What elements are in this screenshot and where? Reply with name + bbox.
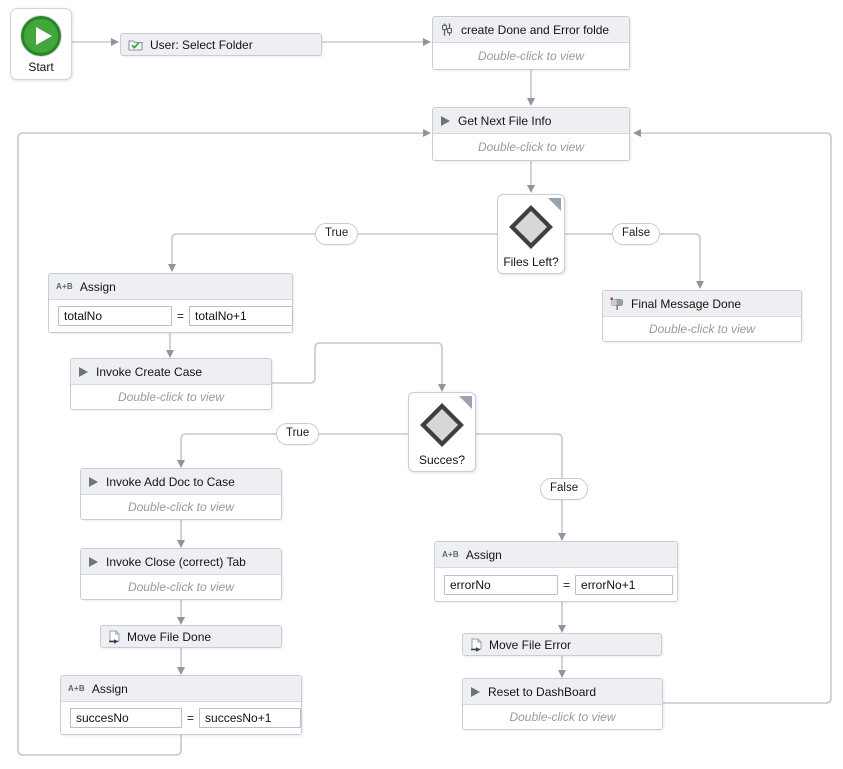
assign-to-field[interactable] <box>58 306 172 326</box>
activity-title: Assign <box>91 681 128 696</box>
connector-create-folders-to-get-next[interactable] <box>527 70 535 106</box>
activity-title: Invoke Close (correct) Tab <box>106 554 246 569</box>
sequence-icon <box>440 23 454 36</box>
connector-succes-true[interactable] <box>177 433 408 468</box>
connector-invoke-create-to-succes[interactable] <box>272 342 446 392</box>
connector-start-to-user[interactable] <box>72 38 119 46</box>
connector-user-to-create-folders[interactable] <box>322 38 431 46</box>
branch-label-true[interactable]: True <box>315 223 359 245</box>
invoke-workflow-icon <box>470 686 481 698</box>
activity-invoke-close-tab[interactable]: Invoke Close (correct) Tab Double-click … <box>80 548 282 600</box>
assign-to-field[interactable] <box>70 708 182 728</box>
activity-title: Move File Done <box>127 629 212 644</box>
activity-reset-dashboard[interactable]: Reset to DashBoard Double-click to view <box>462 678 663 730</box>
move-file-icon <box>470 638 482 652</box>
connector-close-tab-to-move-done[interactable] <box>177 600 185 625</box>
invoke-workflow-icon <box>88 556 99 568</box>
connector-files-left-false[interactable] <box>565 233 704 289</box>
activity-hint: Double-click to view <box>433 134 629 160</box>
decision-diamond-icon <box>419 402 465 448</box>
assign-to-field[interactable] <box>444 574 558 595</box>
decision-succes[interactable]: Succes? <box>408 392 476 472</box>
fold-corner-icon <box>459 396 472 409</box>
activity-title: Reset to DashBoard <box>488 684 597 699</box>
activity-get-next-file-info[interactable]: Get Next File Info Double-click to view <box>432 107 630 161</box>
mailbox-icon <box>610 297 624 310</box>
branch-label-true[interactable]: True <box>276 423 320 445</box>
activity-title: User: Select Folder <box>150 37 253 52</box>
activity-title: Get Next File Info <box>458 113 552 128</box>
connector-succes-false[interactable] <box>476 433 566 541</box>
folder-check-icon <box>128 39 143 51</box>
assign-icon: A+B <box>56 282 73 291</box>
activity-hint: Double-click to view <box>81 495 281 519</box>
activity-hint: Double-click to view <box>433 43 629 69</box>
connector-move-done-to-assign-succes[interactable] <box>177 648 185 675</box>
connector-files-left-true[interactable] <box>168 233 497 272</box>
decision-files-left[interactable]: Files Left? <box>497 194 565 274</box>
activity-hint: Double-click to view <box>603 317 801 341</box>
connector-assign-total-to-invoke-create[interactable] <box>166 333 174 358</box>
activity-move-file-error[interactable]: Move File Error <box>462 633 662 656</box>
start-node[interactable]: Start <box>10 8 72 80</box>
activity-invoke-add-doc[interactable]: Invoke Add Doc to Case Double-click to v… <box>80 468 282 520</box>
activity-title: Assign <box>79 279 116 294</box>
activity-title: Final Message Done <box>631 296 742 311</box>
activity-assign-total[interactable]: A+B Assign = <box>48 273 294 333</box>
activity-create-folders[interactable]: create Done and Error folde Double-click… <box>432 16 630 70</box>
activity-title: create Done and Error folde <box>461 22 610 37</box>
move-file-icon <box>108 630 120 644</box>
assign-icon: A+B <box>68 684 85 693</box>
activity-hint: Double-click to view <box>463 705 662 729</box>
activity-move-file-done[interactable]: Move File Done <box>100 625 282 648</box>
activity-title: Invoke Add Doc to Case <box>106 474 235 489</box>
assign-equals: = <box>187 711 195 725</box>
assign-equals: = <box>177 309 185 323</box>
invoke-workflow-icon <box>440 115 451 127</box>
activity-title: Move File Error <box>489 637 572 652</box>
activity-title: Invoke Create Case <box>96 364 203 379</box>
assign-value-field[interactable] <box>199 708 302 728</box>
assign-icon: A+B <box>442 550 459 559</box>
fold-corner-icon <box>548 198 561 211</box>
connector-move-error-to-reset[interactable] <box>558 656 566 678</box>
activity-assign-succes[interactable]: A+B Assign = <box>60 675 302 735</box>
decision-diamond-icon <box>508 204 554 250</box>
activity-final-message-done[interactable]: Final Message Done Double-click to view <box>602 290 802 342</box>
assign-equals: = <box>563 577 571 592</box>
assign-value-field[interactable] <box>575 574 674 595</box>
decision-label: Files Left? <box>503 255 559 269</box>
connector-assign-error-to-move-error[interactable] <box>558 602 566 633</box>
invoke-workflow-icon <box>88 476 99 488</box>
activity-assign-error[interactable]: A+B Assign = <box>434 541 678 602</box>
invoke-workflow-icon <box>78 366 89 378</box>
start-play-icon <box>19 14 63 58</box>
connector-add-doc-to-close-tab[interactable] <box>177 520 185 548</box>
activity-invoke-create-case[interactable]: Invoke Create Case Double-click to view <box>70 358 272 410</box>
activity-user-select-folder[interactable]: User: Select Folder <box>120 33 322 56</box>
branch-label-false[interactable]: False <box>540 478 589 500</box>
connector-loop-left-to-get-next[interactable] <box>17 129 431 756</box>
activity-hint: Double-click to view <box>71 385 271 409</box>
decision-label: Succes? <box>418 453 466 467</box>
assign-value-field[interactable] <box>189 306 294 326</box>
start-label: Start <box>28 60 54 74</box>
activity-hint: Double-click to view <box>81 575 281 599</box>
activity-title: Assign <box>465 547 502 562</box>
branch-label-false[interactable]: False <box>612 223 661 245</box>
connector-loop-right-to-get-next[interactable] <box>633 129 832 704</box>
connector-get-next-to-files-left[interactable] <box>527 161 535 193</box>
